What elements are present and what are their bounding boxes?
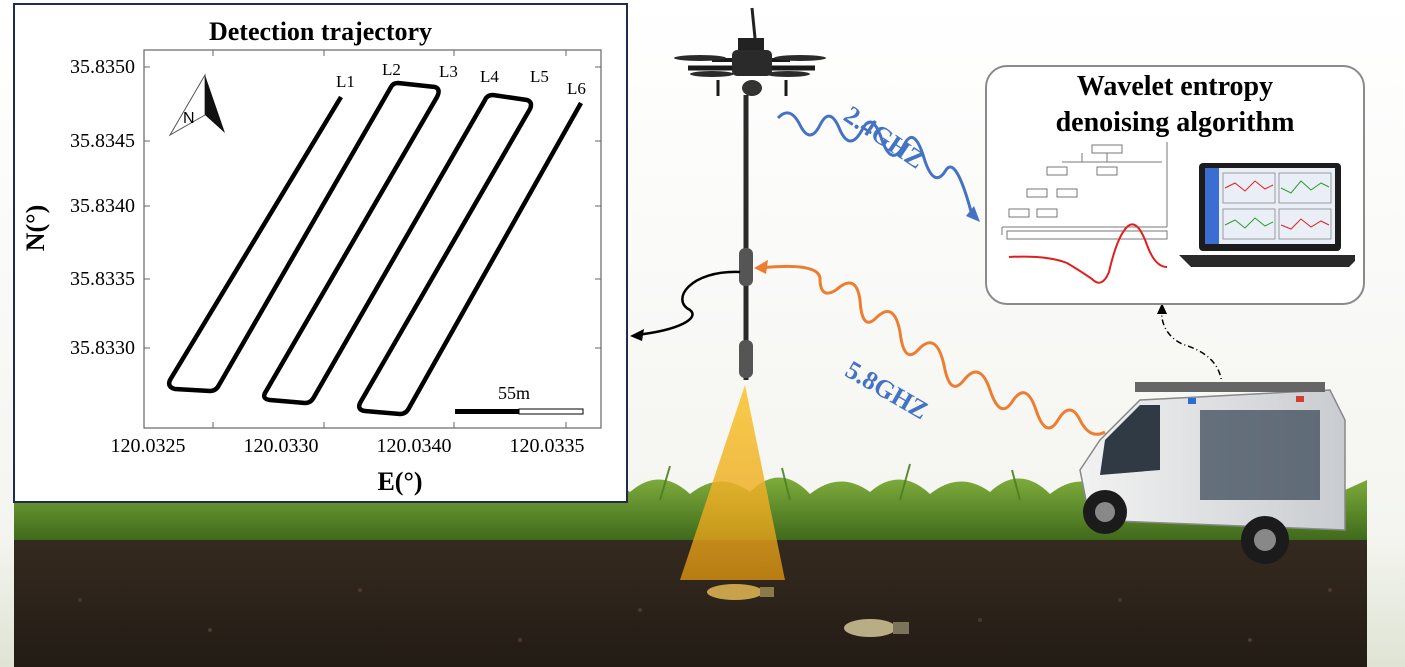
wavelet-title-line1: Wavelet entropy [1076, 71, 1274, 102]
sensor-pod [739, 248, 753, 286]
drone-icon [674, 7, 826, 96]
north-arrow-icon [168, 73, 225, 137]
x-tick-label: 120.0335 [509, 435, 585, 457]
plot-frame [143, 49, 602, 429]
wavelet-illustration [1001, 142, 1168, 284]
signal-waveform [1008, 223, 1168, 284]
line-label-l3: L3 [439, 62, 458, 81]
wavelet-panel: Wavelet entropy denoising algorithm [985, 65, 1365, 305]
line-label-l2: L2 [382, 60, 401, 79]
scale-label: 55m [498, 383, 531, 403]
north-label: N [183, 110, 195, 127]
y-tick-label: 35.8340 [70, 195, 135, 217]
x-tick-label: 120.0330 [243, 435, 319, 457]
y-tick-label: 35.8335 [70, 268, 135, 290]
line-label-l6: L6 [567, 79, 586, 98]
y-tick-label: 35.8345 [70, 130, 135, 152]
y-tick-label: 35.8350 [70, 56, 135, 78]
sensor-pod [739, 340, 753, 378]
line-label-l1: L1 [336, 72, 355, 91]
radar-beam [680, 385, 785, 580]
scale-bar [455, 408, 584, 415]
x-tick-label: 120.0340 [376, 435, 452, 457]
ordnance-icon [707, 584, 774, 600]
trajectory-path [166, 80, 583, 417]
wavelet-title-line2: denoising algorithm [1055, 107, 1295, 138]
line-label-l4: L4 [480, 67, 499, 86]
trajectory-title: Detection trajectory [208, 17, 433, 46]
y-tick-label: 35.8330 [70, 337, 135, 359]
trajectory-panel: Detection trajectory 35.8350 35.8345 35.… [13, 3, 628, 503]
line-label-l5: L5 [530, 67, 549, 86]
x-axis-label: E(°) [377, 467, 423, 496]
laptop-icon [1179, 163, 1355, 267]
van-icon [1079, 382, 1346, 564]
x-tick-label: 120.0325 [110, 435, 186, 457]
ordnance-icon [844, 619, 909, 637]
trajectory-plot [143, 49, 602, 429]
